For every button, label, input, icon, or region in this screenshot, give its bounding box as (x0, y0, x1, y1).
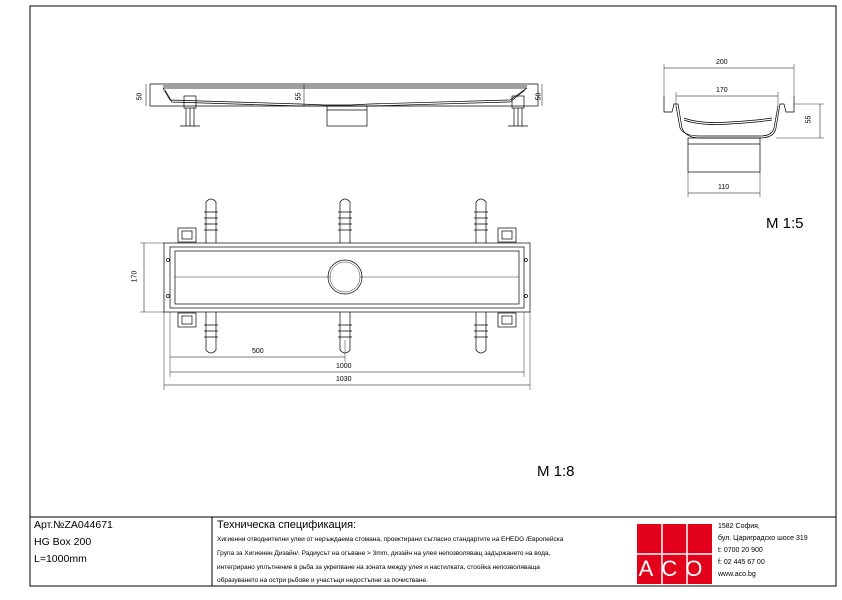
spec-line-3: интегрирано уплътнение в рьба за укрепва… (217, 564, 540, 571)
side-right-height-label: 50 (535, 92, 543, 101)
address-line-2: бул. Цариградско шосе 319 (718, 535, 808, 542)
aco-logo (637, 524, 712, 584)
spec-line-4: образуването на остри рьбове и участъци … (217, 577, 428, 584)
spec-line-2: Група за Хигиенен Дизайн/. Радиусът на о… (217, 550, 551, 557)
side-center-height-label: 55 (295, 92, 303, 101)
aco-logo-text: ACO (638, 556, 711, 581)
article-number: Арт.№ZA044671 (34, 519, 113, 531)
sheet-border (29, 5, 837, 587)
side-left-height-label: 50 (136, 92, 144, 101)
address-fax: f: 02 445 67 00 (718, 559, 765, 566)
product-name: HG Box 200 (34, 536, 92, 548)
section-outlet-width-label: 110 (718, 184, 730, 191)
section-scale-label: M 1:5 (766, 215, 804, 232)
side-view (145, 83, 543, 127)
address-line-1: 1582 София, (718, 523, 760, 530)
plan-width-label: 170 (131, 270, 139, 283)
plan-overall-length-label: 1030 (336, 376, 352, 383)
address-website: www.aco.bg (718, 571, 756, 578)
product-length: L=1000mm (34, 553, 87, 565)
section-height-label: 55 (805, 115, 813, 124)
section-view (663, 64, 824, 197)
section-inner-width-label: 170 (716, 87, 728, 94)
address-phone: t: 0700 20 900 (718, 547, 763, 554)
section-top-width-label: 200 (716, 59, 728, 66)
spec-title: Техническа спецификация: (217, 519, 357, 531)
main-scale-label: M 1:8 (537, 463, 575, 480)
plan-half-length-label: 500 (252, 348, 264, 355)
plan-view (140, 198, 531, 390)
spec-line-1: Хигиенни отводнителни улеи от неръждаема… (217, 536, 564, 543)
plan-length-label: 1000 (336, 363, 352, 370)
